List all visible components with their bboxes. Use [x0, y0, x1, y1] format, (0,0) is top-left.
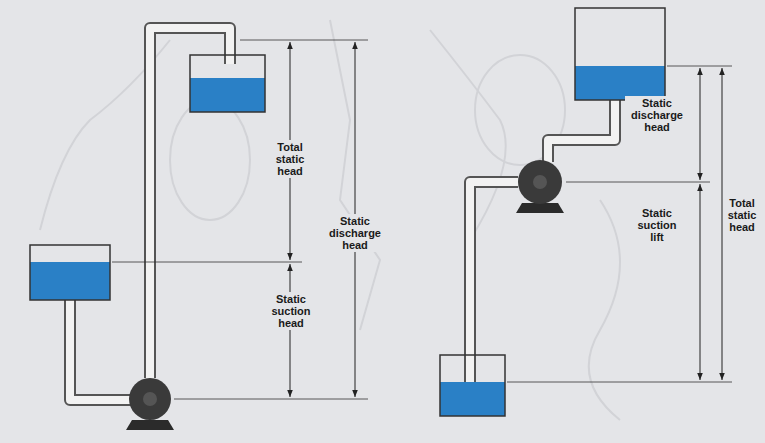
pump: [129, 378, 171, 420]
tank: [190, 55, 265, 112]
dimension-label: Static discharge head: [625, 96, 689, 134]
water: [30, 262, 110, 300]
dimension-label: Static suction head: [266, 292, 316, 330]
dimension-arrow: [700, 68, 722, 380]
pipe: [470, 100, 615, 398]
tank: [30, 245, 110, 300]
watermark: [40, 20, 620, 420]
pump: [518, 160, 562, 204]
pump-base: [516, 203, 564, 213]
water: [190, 78, 265, 112]
dimension-label: Static discharge head: [323, 214, 387, 252]
tank: [440, 355, 505, 416]
pump-hub: [533, 175, 547, 189]
dimension-label: Total static head: [265, 140, 315, 178]
right-pump-system: [440, 8, 732, 416]
water: [575, 66, 665, 100]
water: [440, 382, 505, 416]
tank: [575, 8, 665, 100]
pipe: [470, 100, 615, 398]
dimension-label: Total static head: [723, 196, 761, 234]
pump-base: [126, 420, 174, 430]
pump-hub: [143, 392, 157, 406]
reference-line: [507, 66, 732, 382]
dimension-label: Static suction lift: [632, 206, 682, 244]
left-pump-system: [30, 28, 368, 430]
